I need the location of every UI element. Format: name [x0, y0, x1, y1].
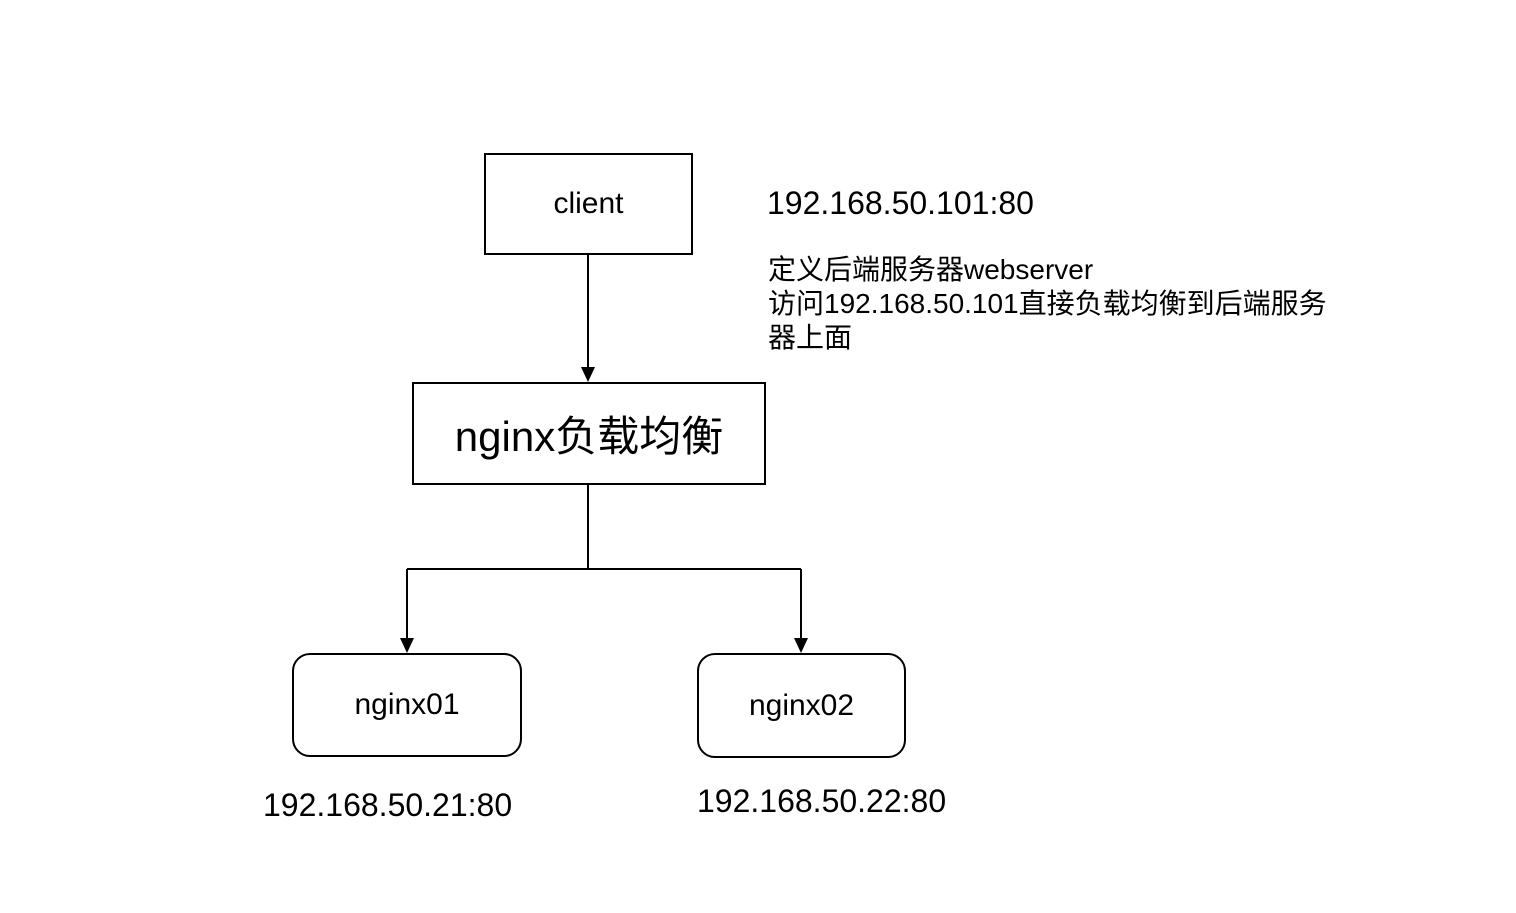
node-load-balancer-label: nginx负载均衡: [454, 413, 724, 460]
arrowhead-lb-to-nginx02-icon: [794, 638, 808, 653]
annotation-note-line-2: 访问192.168.50.101直接负载均衡到后端服务: [768, 288, 1327, 319]
arrowhead-client-to-lb-icon: [581, 367, 595, 382]
node-nginx02: nginx02: [697, 653, 906, 758]
annotation-note-line-3: 器上面: [768, 322, 853, 353]
annotation-note: 定义后端服务器webserver 访问192.168.50.101直接负载均衡到…: [768, 253, 1327, 355]
annotation-note-line-1: 定义后端服务器webserver: [768, 254, 1094, 285]
node-nginx02-label: nginx02: [748, 688, 855, 722]
vip-address-label: 192.168.50.101:80: [767, 185, 1034, 221]
arrowhead-lb-to-nginx01-icon: [400, 638, 414, 653]
node-nginx01-label: nginx01: [354, 688, 460, 721]
node-client-label: client: [553, 187, 624, 220]
node-load-balancer: nginx负载均衡: [412, 382, 766, 485]
edge-lb-branch: [406, 485, 802, 640]
node-client: client: [484, 153, 693, 255]
nginx02-address-label: 192.168.50.22:80: [697, 783, 947, 819]
nginx01-address-label: 192.168.50.21:80: [263, 787, 513, 823]
node-nginx01: nginx01: [292, 653, 522, 757]
